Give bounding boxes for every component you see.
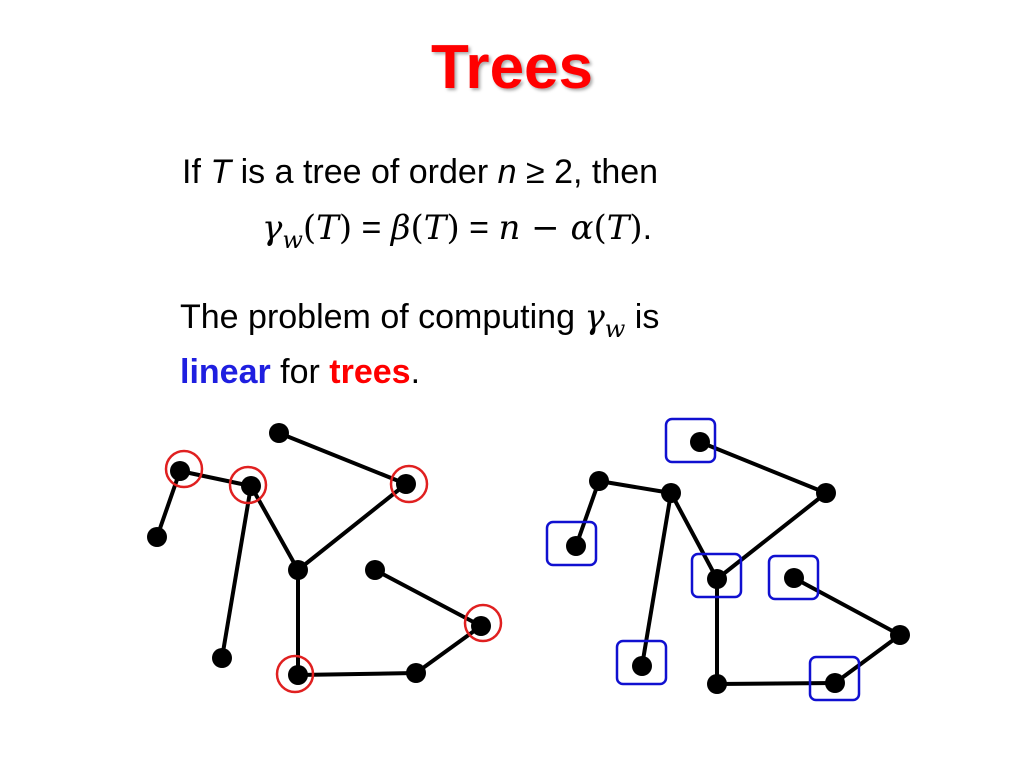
paren-open-3: (: [593, 208, 607, 248]
node: [707, 569, 727, 589]
statement-line-1: The problem of computing γw is: [180, 297, 660, 343]
edge: [220, 484, 253, 660]
node: [890, 625, 910, 645]
edge: [574, 479, 601, 548]
theorem-order-symbol: n: [497, 153, 517, 191]
tree-right-square-markers: [545, 417, 861, 702]
node: [690, 432, 710, 452]
statement-line-2: linear for trees.: [180, 352, 420, 392]
statement-text: The problem of computing: [180, 298, 585, 336]
paren-open-2: (: [410, 208, 424, 248]
gamma-subscript: w: [282, 226, 303, 254]
node: [241, 476, 261, 496]
theorem-tree-symbol: T: [210, 153, 232, 191]
theorem-if: If: [182, 153, 201, 191]
edge: [715, 681, 837, 686]
edge: [792, 576, 902, 637]
edge: [669, 491, 719, 581]
node: [471, 616, 491, 636]
tree-left-nodes: [147, 423, 491, 685]
tree-symbol-1: T: [316, 208, 339, 248]
tree-right: [574, 440, 902, 686]
square-marker: [615, 639, 668, 686]
statement-period: .: [410, 353, 421, 391]
square-marker: [545, 520, 598, 567]
tree-right-nodes: [566, 432, 910, 694]
edge: [414, 624, 483, 675]
equals-1: =: [352, 209, 391, 247]
circle-marker: [389, 464, 429, 504]
node: [212, 648, 232, 668]
edge: [296, 671, 418, 677]
edge: [597, 479, 673, 495]
node: [288, 665, 308, 685]
edge: [296, 482, 408, 572]
square-marker: [808, 655, 861, 702]
node: [825, 673, 845, 693]
node: [784, 568, 804, 588]
theorem-line-2: γw(T) = β(T) = n − α(T).: [262, 208, 653, 254]
node: [288, 560, 308, 580]
slide-title: Trees: [430, 33, 594, 102]
circle-marker: [164, 449, 204, 489]
node: [406, 663, 426, 683]
gamma-symbol: γ: [262, 208, 283, 248]
keyword-trees: trees: [329, 353, 411, 391]
alpha-symbol: α: [570, 208, 594, 248]
tree-symbol-3: T: [606, 208, 630, 248]
paren-close-2: ): [446, 208, 460, 248]
edge: [277, 431, 408, 486]
edge: [373, 568, 483, 628]
edge: [698, 440, 828, 495]
tree-left-circle-markers: [164, 449, 503, 694]
circle-marker: [228, 465, 268, 505]
node: [566, 536, 586, 556]
statement-for: for: [270, 353, 330, 391]
node: [170, 461, 190, 481]
square-marker: [664, 417, 717, 464]
node: [816, 483, 836, 503]
tree-symbol-2: T: [423, 208, 447, 248]
node: [147, 527, 167, 547]
node: [632, 656, 652, 676]
paren-open-1: (: [302, 208, 317, 248]
square-marker: [690, 552, 743, 599]
circle-marker: [463, 603, 503, 643]
keyword-linear: linear: [180, 353, 271, 391]
edge: [715, 491, 828, 581]
statement-gamma: γ: [584, 297, 605, 337]
node: [269, 423, 289, 443]
paren-close-3: ): [629, 208, 643, 248]
beta-symbol: β: [390, 208, 411, 248]
theorem-line-1: If T is a tree of order n ≥ 2, then: [182, 152, 658, 192]
theorem-condition: ≥ 2, then: [516, 153, 659, 191]
node: [707, 674, 727, 694]
node: [365, 560, 385, 580]
theorem-period: .: [642, 209, 653, 247]
node: [661, 483, 681, 503]
statement-gamma-subscript: w: [604, 315, 626, 343]
tree-left: [155, 431, 483, 677]
square-marker: [767, 554, 820, 601]
n-symbol: n: [498, 208, 521, 248]
equals-2: =: [459, 209, 499, 247]
theorem-mid: is a tree of order: [231, 153, 498, 191]
circle-marker: [275, 654, 315, 694]
edge: [178, 469, 253, 488]
edge: [155, 469, 182, 539]
node: [589, 471, 609, 491]
minus-sign: −: [520, 208, 571, 248]
edge: [833, 633, 902, 685]
statement-is: is: [625, 298, 660, 336]
node: [396, 474, 416, 494]
edge: [640, 491, 673, 668]
paren-close-1: ): [338, 208, 353, 248]
